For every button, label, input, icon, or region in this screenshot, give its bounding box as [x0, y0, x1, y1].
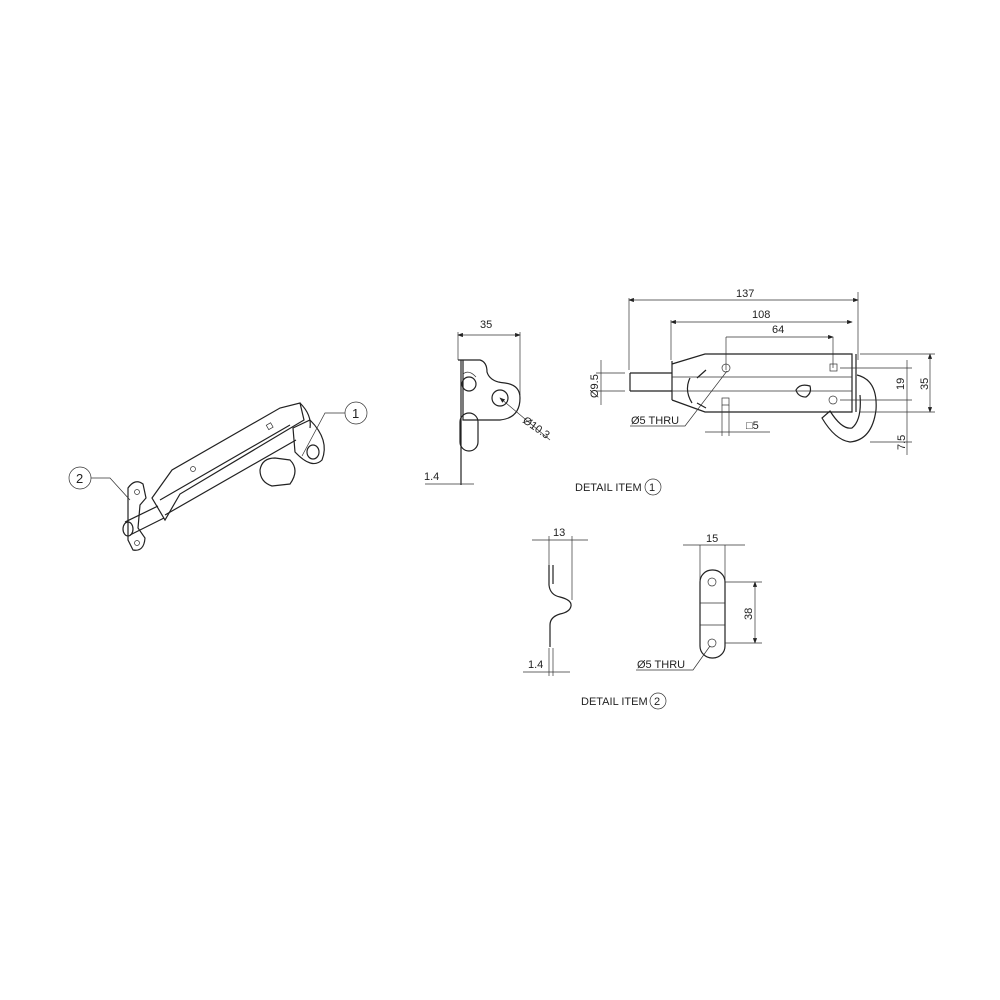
- detail2-side-view: 13 1.4: [523, 527, 588, 676]
- detail1-front-view: 137 108 64 Ø9.5 Ø5 THRU □: [589, 288, 935, 455]
- svg-text:137: 137: [736, 288, 754, 300]
- svg-text:1.4: 1.4: [528, 659, 543, 671]
- svg-text:DETAIL ITEM: DETAIL ITEM: [575, 482, 642, 494]
- svg-text:Ø5 THRU: Ø5 THRU: [631, 415, 679, 427]
- svg-text:DETAIL ITEM: DETAIL ITEM: [581, 696, 648, 708]
- detail1-side-view: 35 Ø10.3 1.4: [424, 319, 552, 485]
- svg-text:38: 38: [743, 608, 755, 620]
- svg-text:35: 35: [480, 319, 492, 331]
- balloon-item-1: 1: [301, 401, 368, 457]
- svg-text:1: 1: [352, 406, 359, 421]
- isometric-assembly: [122, 402, 325, 551]
- svg-text:□5: □5: [746, 420, 759, 432]
- svg-text:1.4: 1.4: [424, 471, 439, 483]
- detail1-caption: DETAIL ITEM 1: [575, 478, 662, 496]
- svg-text:13: 13: [553, 527, 565, 539]
- svg-text:35: 35: [919, 378, 931, 390]
- svg-text:64: 64: [772, 324, 784, 336]
- svg-text:1: 1: [649, 482, 655, 494]
- svg-text:7.5: 7.5: [896, 435, 908, 450]
- svg-text:2: 2: [76, 471, 83, 486]
- balloon-item-2: 2: [68, 466, 131, 501]
- svg-text:Ø5 THRU: Ø5 THRU: [637, 659, 685, 671]
- svg-text:Ø9.5: Ø9.5: [589, 374, 601, 398]
- svg-text:108: 108: [752, 309, 770, 321]
- detail2-front-view: 15 38 Ø5 THRU: [636, 533, 762, 671]
- svg-text:2: 2: [654, 696, 660, 708]
- svg-text:19: 19: [895, 378, 907, 390]
- svg-text:15: 15: [706, 533, 718, 545]
- svg-text:Ø10.3: Ø10.3: [520, 415, 551, 442]
- detail2-caption: DETAIL ITEM 2: [581, 692, 667, 710]
